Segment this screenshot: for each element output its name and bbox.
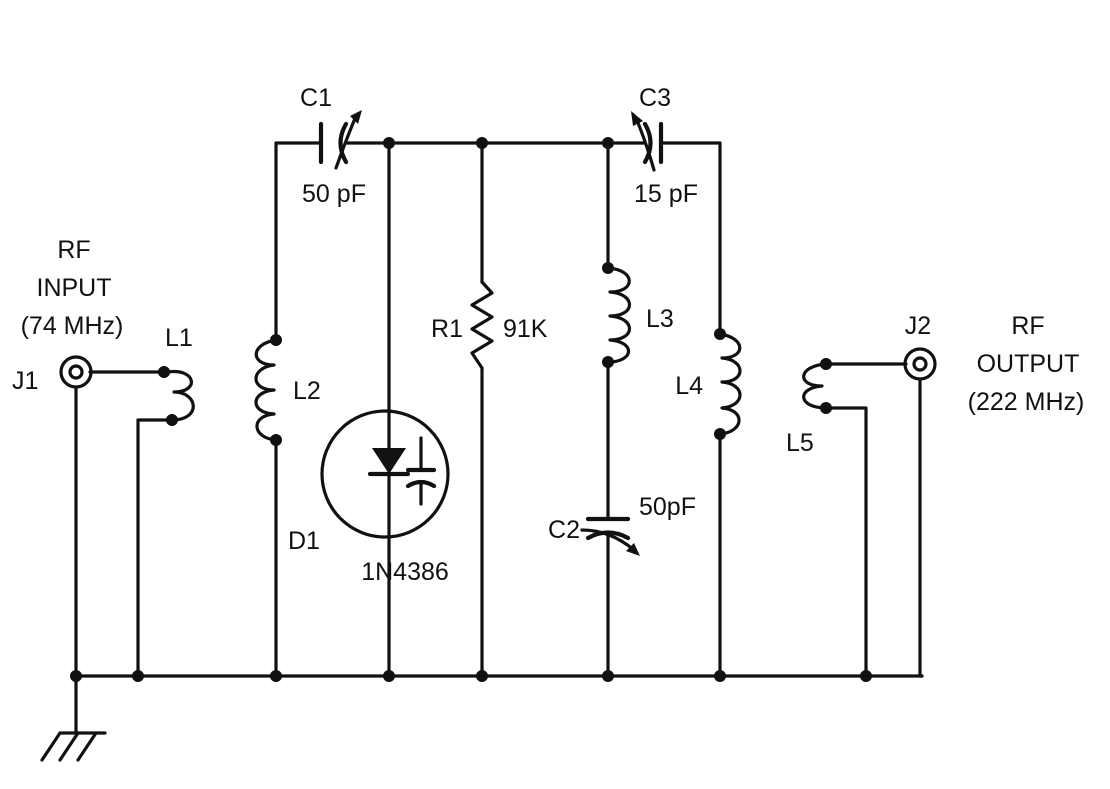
- inductor-l5-icon: [802, 362, 828, 410]
- capacitor-c2-icon: [580, 516, 640, 556]
- l3-ref-label: L3: [646, 305, 674, 333]
- l4-ref-label: L4: [675, 372, 703, 400]
- top-right-bus: [659, 141, 722, 336]
- l2-ref-label: L2: [293, 377, 321, 405]
- l5-ref-label: L5: [786, 429, 814, 457]
- coax-connector-j1-icon: [59, 355, 93, 389]
- j1-label-line3: (74 MHz): [21, 312, 124, 340]
- j2-label-line2: OUTPUT: [977, 350, 1080, 378]
- c3-ref-label: C3: [639, 84, 671, 112]
- top-left-bus: [274, 141, 322, 342]
- inductor-l2-icon: [254, 338, 278, 442]
- wiring: [74, 141, 924, 678]
- junction-dots: [70, 137, 872, 682]
- j1-ref-label: J1: [12, 367, 38, 395]
- l1-ref-label: L1: [165, 324, 193, 352]
- c1-value-label: 50 pF: [302, 180, 366, 208]
- d1-part-label: 1N4386: [361, 558, 449, 586]
- c2-value-label: 50pF: [639, 493, 696, 521]
- inductor-l1-icon: [166, 370, 195, 422]
- l5-return-wire: [824, 406, 868, 678]
- j2-ref-label: J2: [905, 312, 931, 340]
- c2-ref-label: C2: [548, 516, 580, 544]
- r1-ref-label: R1: [431, 315, 463, 343]
- l1-return-wire: [136, 418, 174, 678]
- ground-icon: [40, 674, 107, 762]
- j2-label-line3: (222 MHz): [968, 388, 1085, 416]
- c1-ref-label: C1: [300, 84, 332, 112]
- j1-label-line1: RF: [57, 236, 90, 264]
- varactor-diode-d1-icon: [320, 409, 450, 539]
- inductor-l3-icon: [606, 266, 631, 364]
- r1-value-label: 91K: [503, 315, 548, 343]
- coax-connector-j2-icon: [903, 347, 937, 381]
- j1-label-line2: INPUT: [37, 274, 112, 302]
- c3-value-label: 15 pF: [634, 180, 698, 208]
- resistor-r1-icon: [470, 280, 494, 370]
- d1-ref-label: D1: [288, 527, 320, 555]
- j2-label-line1: RF: [1011, 312, 1044, 340]
- inductor-l4-icon: [718, 332, 742, 436]
- capacitor-c3-icon: [631, 111, 664, 172]
- j2-ground-lead: [918, 378, 924, 678]
- capacitor-c1-icon: [318, 110, 362, 170]
- labels: C1 50 pF C3 15 pF R1 91K L3 L4 L2 L1 L5 …: [12, 84, 1084, 586]
